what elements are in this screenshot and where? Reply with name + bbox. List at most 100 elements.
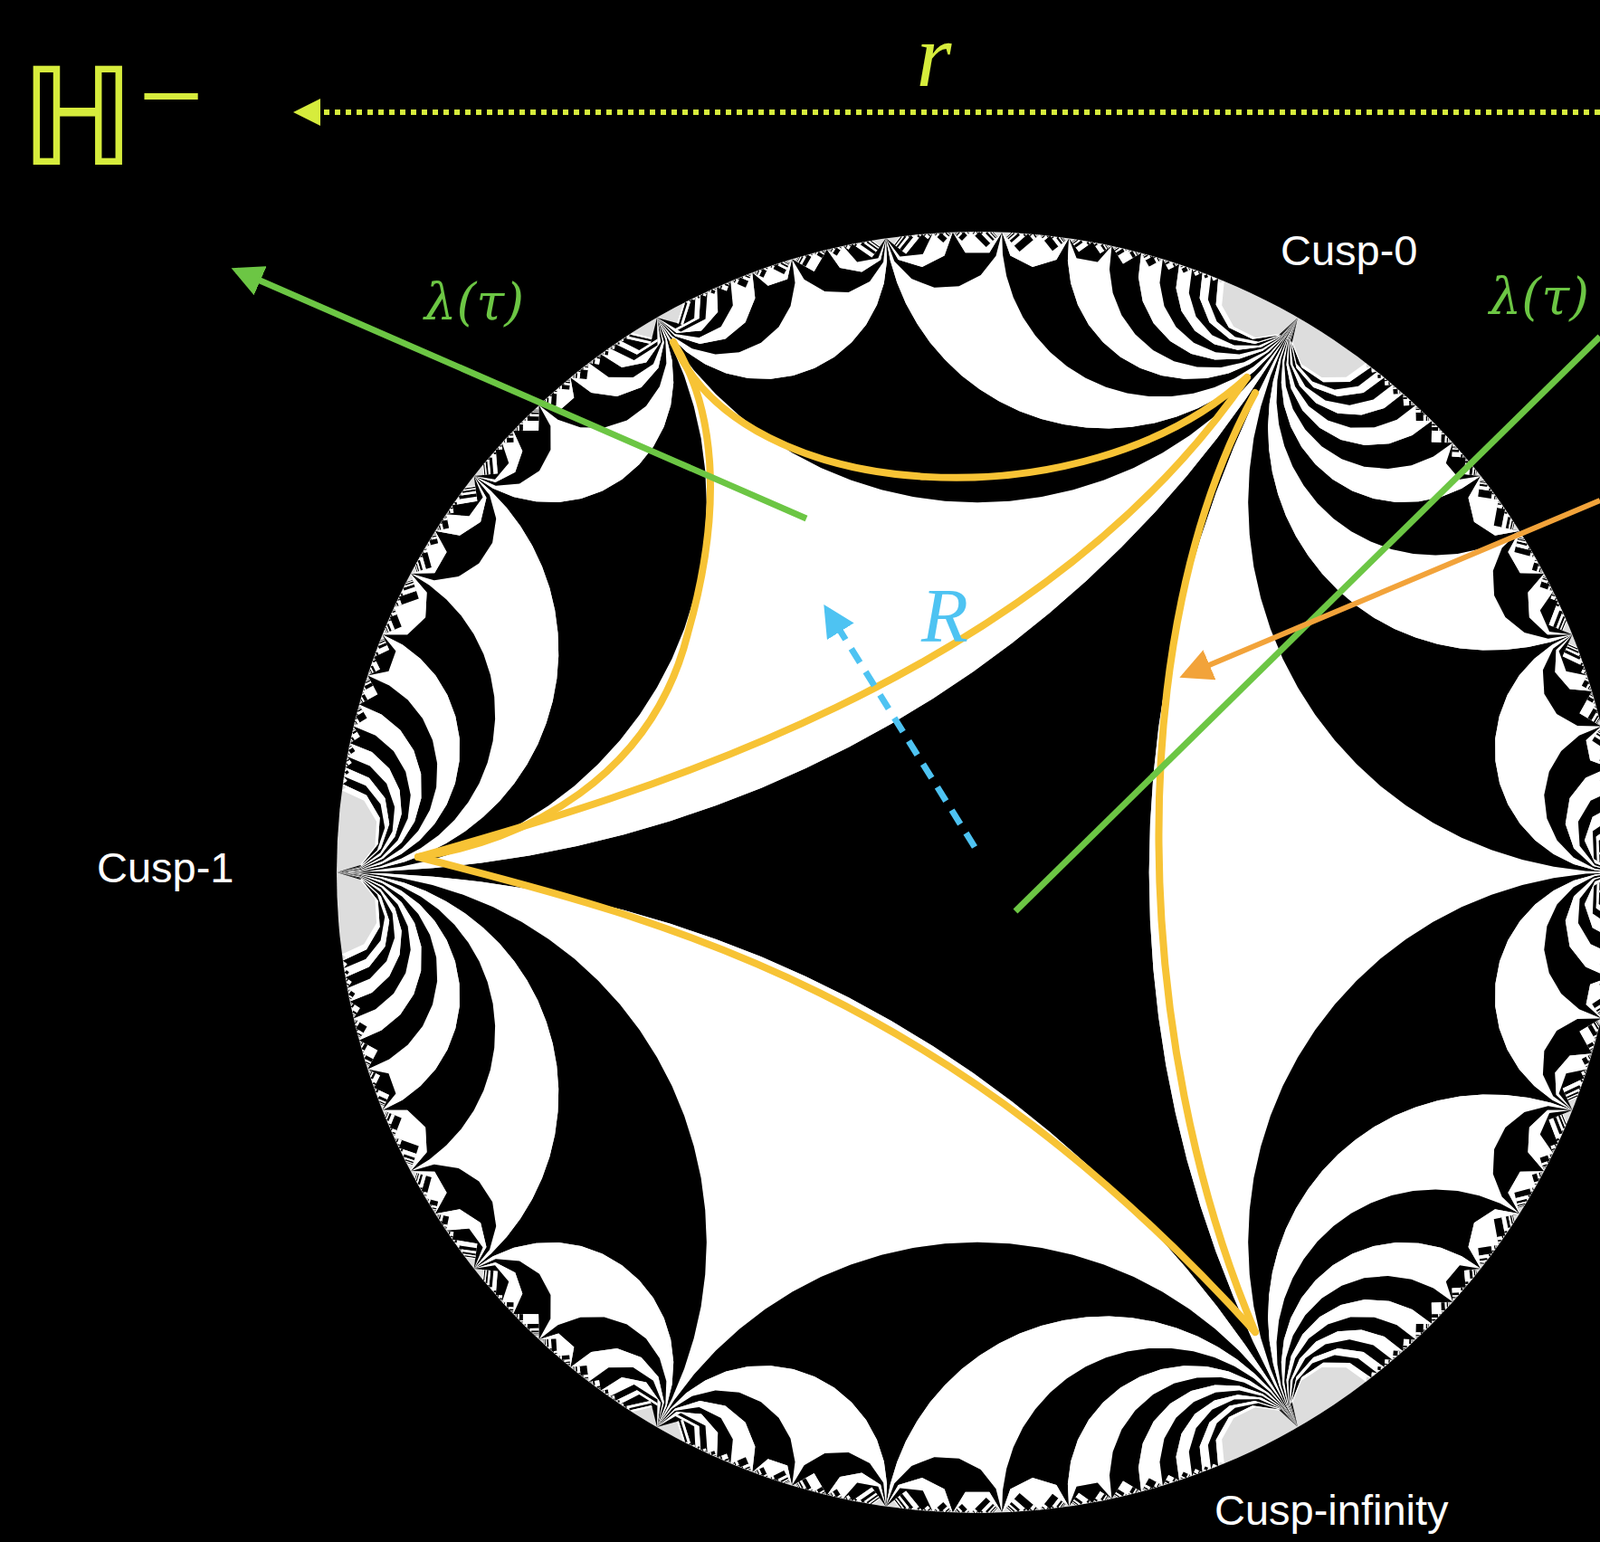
tile (1189, 1399, 1298, 1477)
tile (786, 258, 793, 263)
tile (1580, 1069, 1588, 1079)
tile (1431, 420, 1454, 443)
tile (791, 257, 800, 262)
tile (1055, 236, 1058, 239)
tile (1599, 828, 1600, 873)
tile (557, 1355, 560, 1358)
tile (600, 352, 604, 355)
tile (1431, 1302, 1454, 1324)
tile (433, 1210, 437, 1215)
tile (1179, 264, 1183, 267)
tile (1427, 416, 1432, 421)
tile (1176, 1479, 1180, 1482)
tile (410, 531, 448, 574)
tile (937, 1510, 941, 1513)
tile (1460, 1290, 1463, 1293)
tile (914, 234, 918, 237)
tile (1426, 415, 1432, 421)
tile (1476, 471, 1481, 477)
tile (410, 563, 419, 574)
variable-label: r (916, 3, 953, 108)
tile (839, 1496, 843, 1499)
tile (357, 1034, 362, 1041)
tile (1497, 1239, 1503, 1246)
tile (1584, 672, 1588, 677)
tile (352, 1014, 356, 1019)
tile (922, 1508, 927, 1512)
tile (1587, 1039, 1596, 1054)
tile (373, 1087, 390, 1111)
tile (520, 1322, 524, 1325)
tile (495, 1295, 503, 1303)
tile (474, 457, 491, 477)
tile (1106, 245, 1113, 249)
tile (491, 449, 496, 455)
tile (441, 514, 448, 522)
tile (362, 1053, 367, 1059)
tile (1551, 1143, 1559, 1154)
tile (1141, 253, 1153, 261)
tile (351, 732, 353, 735)
tile (1538, 563, 1541, 567)
tile (1415, 405, 1419, 409)
tile (1586, 1053, 1593, 1063)
tile (1068, 1502, 1077, 1507)
function-label: λ(τ) (424, 272, 524, 332)
tile (406, 1162, 413, 1172)
tile (1558, 1137, 1561, 1141)
tile (1156, 1483, 1163, 1488)
tile (1377, 371, 1385, 379)
tile (1068, 238, 1093, 252)
tile (1068, 238, 1112, 262)
tile (580, 367, 584, 371)
tile (695, 295, 698, 298)
tile (1001, 232, 1012, 239)
tile (1179, 1472, 1192, 1481)
tile (548, 1348, 552, 1352)
tile (1135, 251, 1142, 256)
tile (1495, 496, 1499, 500)
tile (1001, 1507, 1012, 1514)
tile (498, 442, 503, 447)
tile (1127, 1493, 1131, 1496)
tile (382, 626, 390, 635)
tile (730, 1462, 734, 1465)
tile (1543, 573, 1547, 577)
tile (1488, 1253, 1493, 1258)
tile (727, 1461, 732, 1465)
tile (971, 231, 980, 237)
tile (1447, 438, 1453, 444)
tile (1018, 1509, 1022, 1512)
tile (1092, 242, 1112, 255)
tile (358, 704, 362, 710)
tile (371, 1081, 374, 1085)
tile (1431, 1320, 1436, 1324)
tile (456, 476, 477, 500)
tile (441, 518, 444, 522)
tile (716, 1456, 724, 1461)
tile (1431, 1321, 1435, 1324)
tile (502, 1302, 505, 1306)
tile (388, 1124, 391, 1128)
tile (1423, 412, 1427, 416)
tile (629, 317, 658, 340)
tile (1431, 420, 1435, 424)
tile (474, 1265, 510, 1302)
tile (359, 691, 368, 705)
tile (1472, 466, 1482, 477)
tile (949, 1510, 953, 1513)
tile (570, 371, 578, 379)
tile (1534, 1183, 1538, 1188)
tile (348, 994, 353, 1002)
tile (685, 1441, 688, 1444)
tile (1591, 994, 1600, 1019)
tile (1448, 1302, 1454, 1307)
tile (393, 573, 419, 608)
tile (1034, 1507, 1039, 1511)
tile (707, 1450, 717, 1458)
tile (401, 588, 405, 592)
tile (1585, 675, 1589, 680)
tile (533, 405, 540, 410)
tile (1579, 1018, 1600, 1054)
tile (355, 712, 359, 716)
